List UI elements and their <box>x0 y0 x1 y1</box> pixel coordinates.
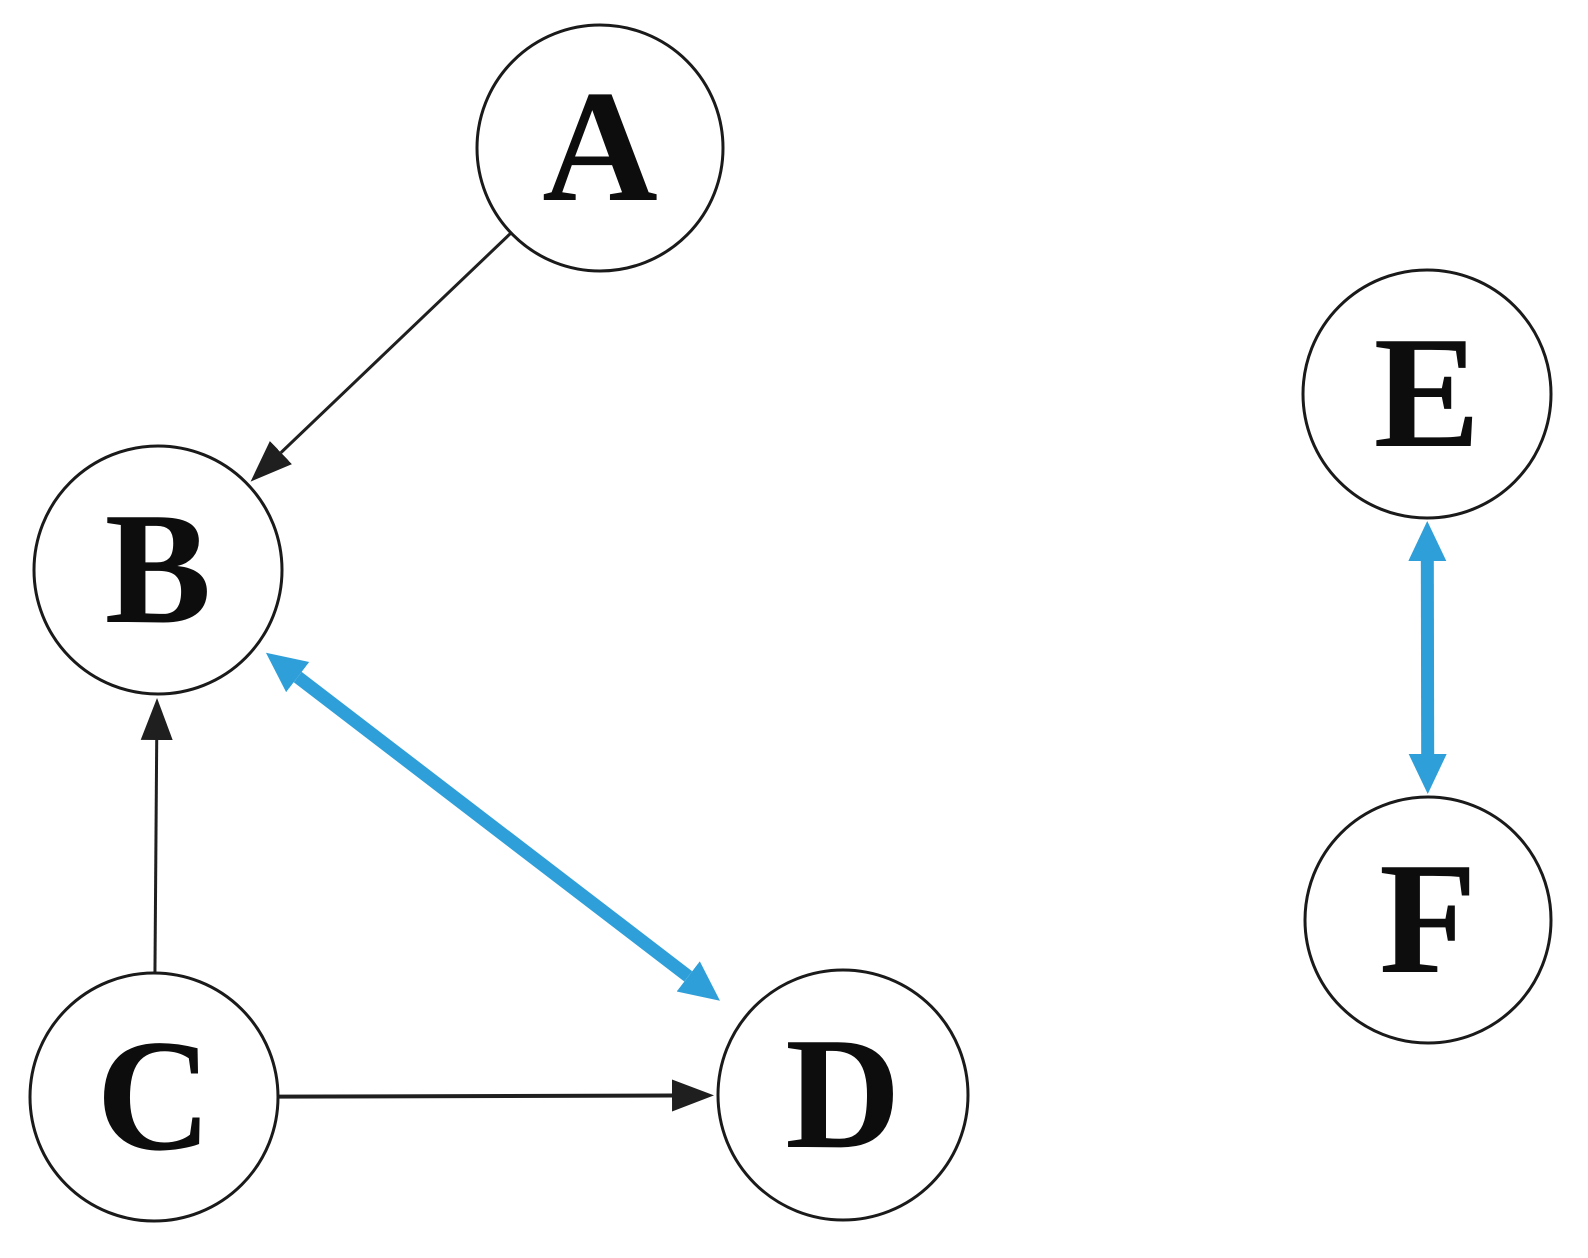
node-A: A <box>475 23 725 273</box>
node-C-circle <box>28 971 280 1223</box>
node-D-label: D <box>785 1004 901 1182</box>
edge-C-B <box>140 697 173 974</box>
node-C-label: C <box>96 1006 212 1184</box>
edge-C-D <box>277 1079 715 1112</box>
node-F: F <box>1303 795 1553 1045</box>
node-D: D <box>716 968 970 1222</box>
node-A-circle <box>475 23 725 273</box>
node-E: E <box>1301 268 1553 520</box>
node-B: B <box>32 444 284 696</box>
node-D-circle <box>716 968 970 1222</box>
node-C: C <box>28 971 280 1223</box>
node-B-circle <box>32 444 284 696</box>
node-B-label: B <box>105 479 212 657</box>
node-F-circle <box>1303 795 1553 1045</box>
node-E-circle <box>1301 268 1553 520</box>
node-E-label: E <box>1374 303 1481 481</box>
edge-B-D-bidirectional <box>265 652 720 1001</box>
node-F-label: F <box>1379 829 1477 1007</box>
nodes-layer: A B C D E F <box>28 23 1553 1223</box>
node-A-label: A <box>542 57 658 235</box>
edges-layer <box>140 231 1447 1112</box>
edge-A-B <box>250 231 513 482</box>
